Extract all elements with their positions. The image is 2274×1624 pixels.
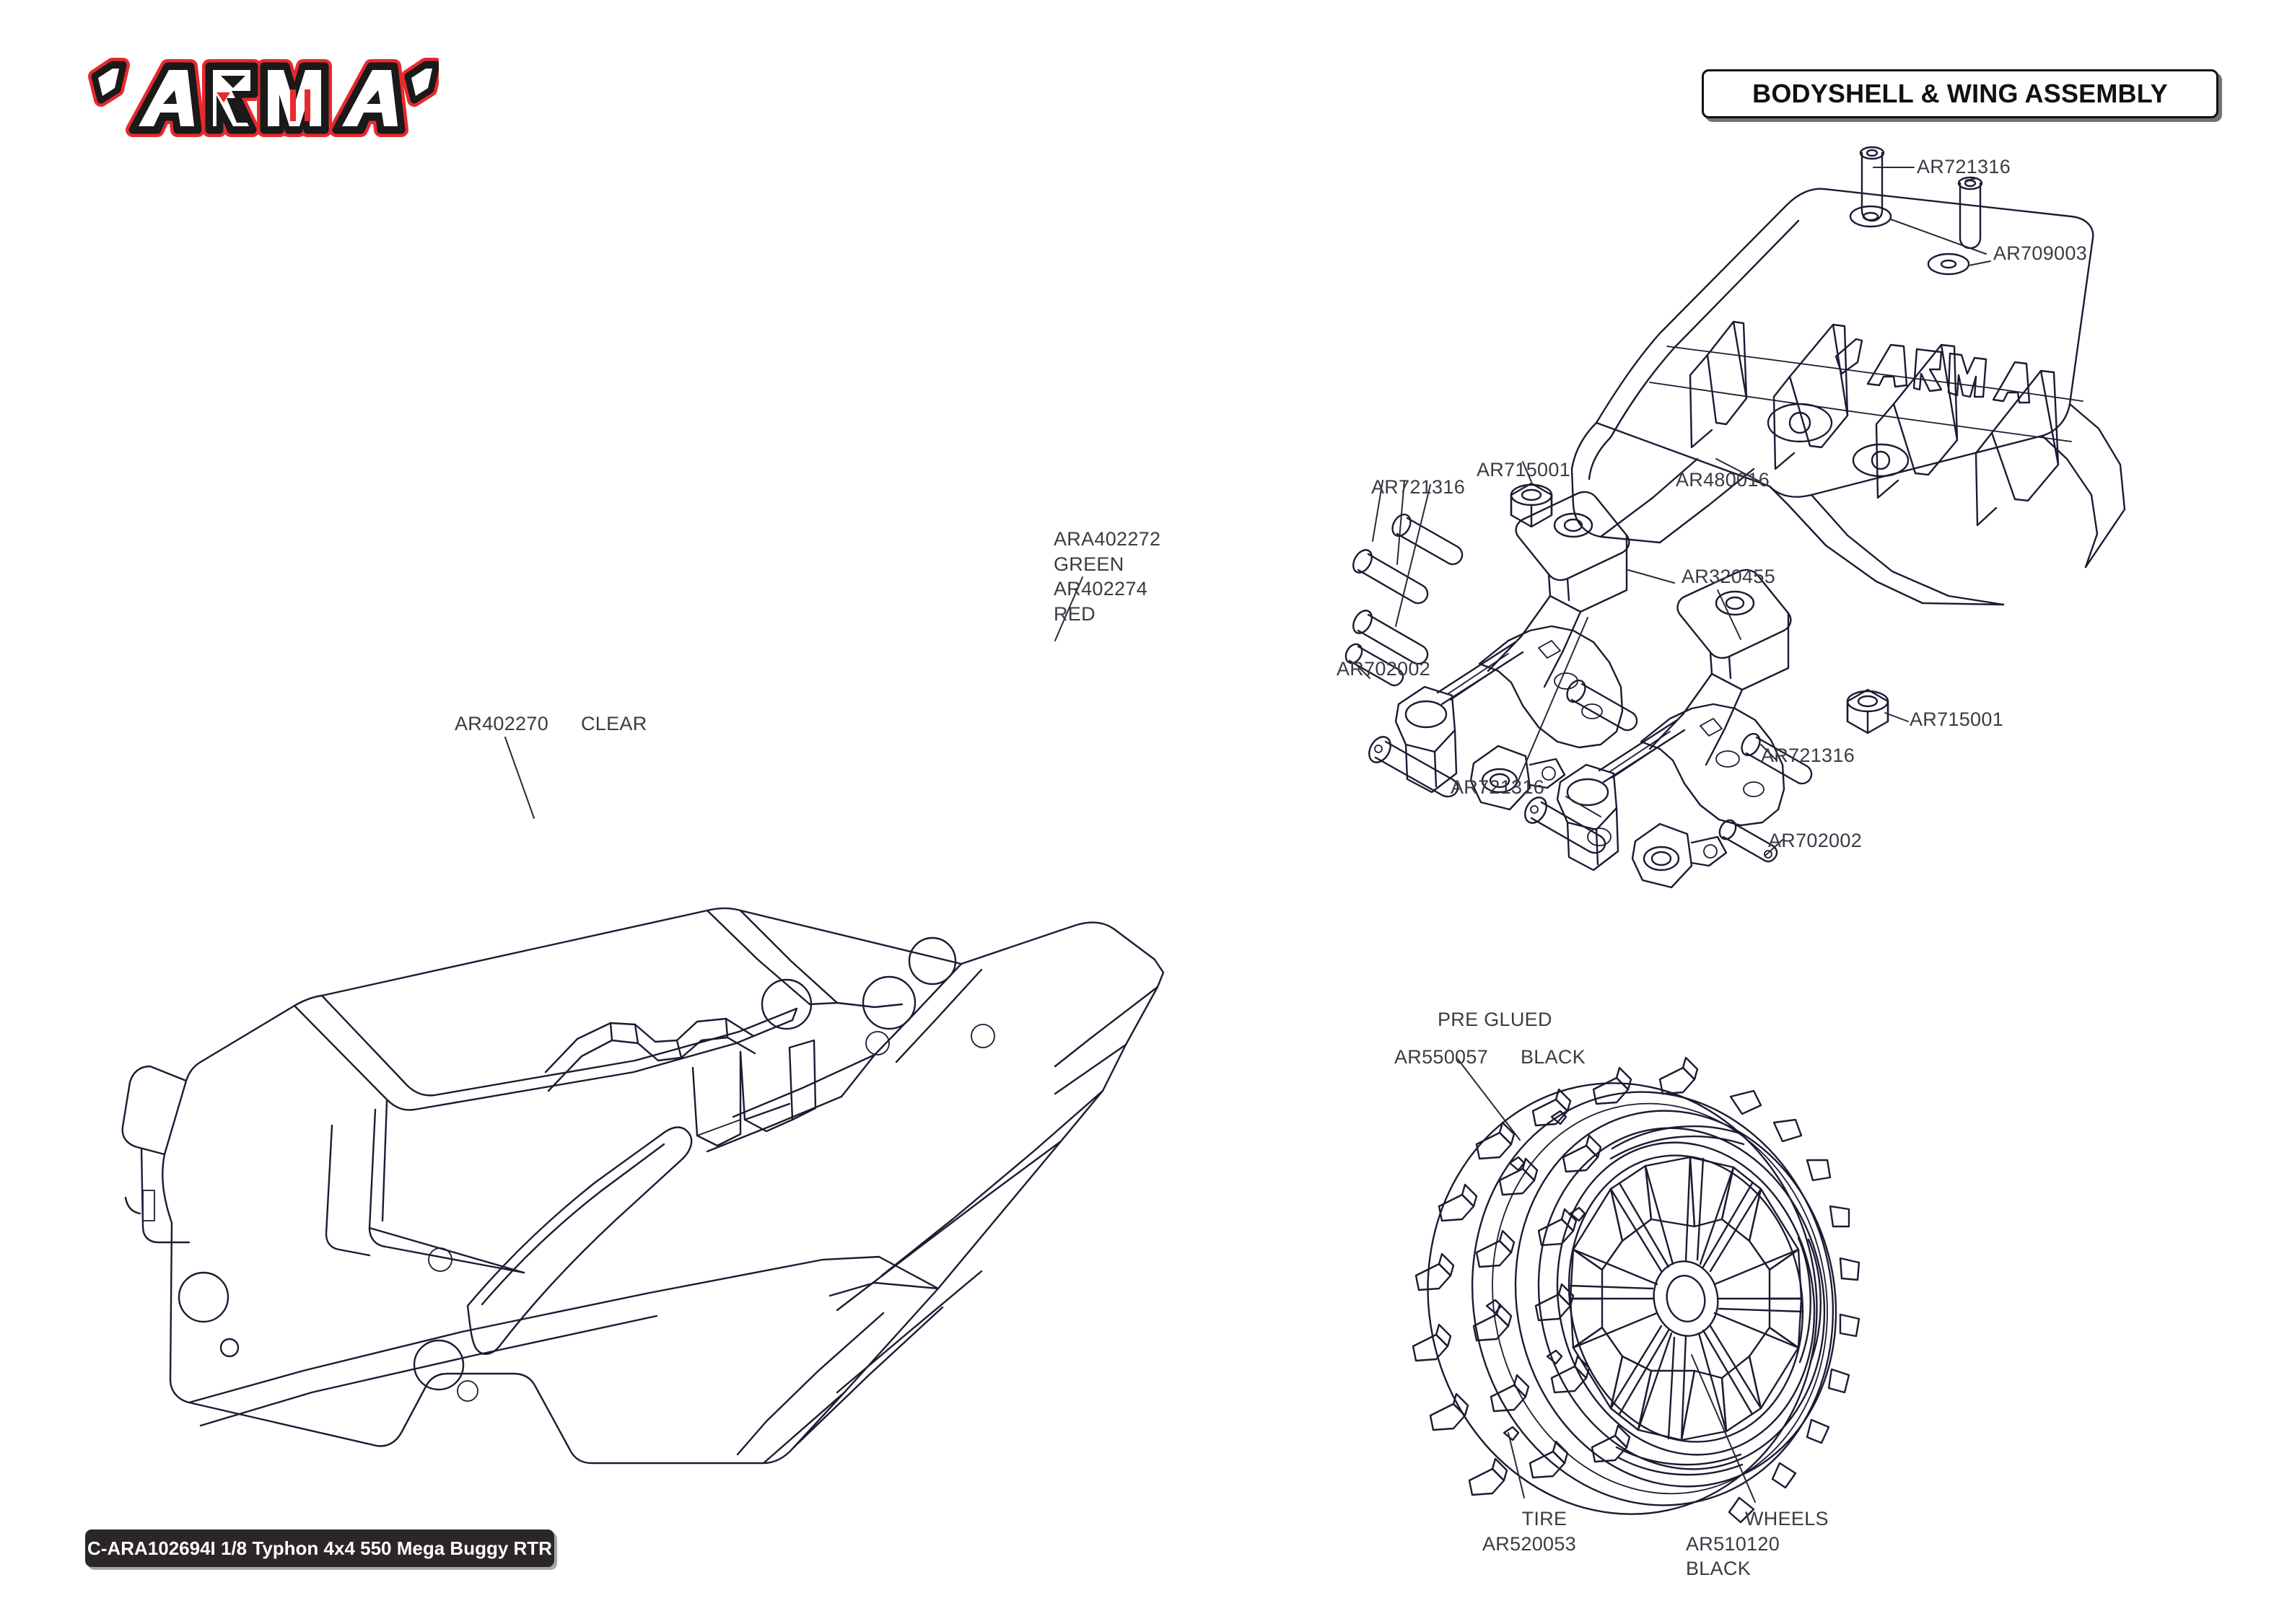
callout-mount-part: AR320455 (1682, 566, 1775, 588)
kit-label: C-ARA102694I 1/8 Typhon 4x4 550 Mega Bug… (87, 1537, 552, 1559)
part-color-clear: CLEAR (581, 713, 647, 734)
callout-mount-nut-right: AR715001 (1910, 708, 2003, 731)
page-title-box: BODYSHELL & WING ASSEMBLY (1702, 69, 2218, 118)
part-number-ar715001-right: AR715001 (1910, 708, 2004, 730)
page-title: BODYSHELL & WING ASSEMBLY (1752, 79, 2168, 108)
part-color-black-wheels: BLACK (1686, 1558, 1752, 1580)
part-number-ar715001-top: AR715001 (1477, 459, 1571, 480)
part-number-ar721316-left: AR721316 (1371, 476, 1466, 498)
part-number-ar520053: AR520053 (1482, 1532, 1577, 1555)
part-number-ar480016: AR480016 (1676, 469, 1770, 491)
part-number-ar402270: AR402270 (455, 713, 549, 734)
part-number-ar721316-bottom: AR721316 (1451, 776, 1545, 798)
part-number-ar510120: AR510120 (1686, 1532, 1780, 1555)
part-color-black-assembly: BLACK (1521, 1046, 1586, 1068)
arrma-logo (78, 51, 439, 144)
callout-bodyshell-decals: ARA402272 GREEN AR402274 RED (1054, 527, 1180, 626)
part-number-ar721316-wing: AR721316 (1917, 156, 2011, 177)
callout-wing-washer: AR709003 (1993, 242, 2087, 265)
callout-mount-screw-left: AR721316 (1371, 476, 1465, 499)
part-number-ar702002-left: AR702002 (1337, 658, 1431, 680)
part-color-red: RED (1054, 602, 1096, 625)
callout-wheel-preglued: PRE GLUED (1438, 1009, 1552, 1031)
part-number-ar721316-right: AR721316 (1761, 745, 1855, 766)
callout-wing-screw: AR721316 (1917, 156, 2011, 178)
callout-mount-nut-top: AR715001 (1477, 459, 1570, 481)
part-number-ar709003: AR709003 (1993, 242, 2088, 264)
tire-label: TIRE (1521, 1508, 1567, 1529)
part-number-ar320455: AR320455 (1682, 566, 1776, 587)
wing-mount-drawing (1344, 482, 1889, 889)
kit-label-box: C-ARA102694I 1/8 Typhon 4x4 550 Mega Bug… (85, 1529, 554, 1567)
callout-mount-screw-bottom: AR721316 (1451, 776, 1544, 799)
part-color-green: GREEN (1054, 553, 1124, 575)
part-number-ara402272: ARA402272 (1054, 528, 1161, 550)
wheel-tire-drawing (1412, 1056, 1860, 1524)
callout-bodyshell-clear: AR402270 CLEAR (455, 713, 647, 735)
callout-mount-screw-lower-right: AR702002 (1768, 830, 1862, 852)
wing-drawing (1570, 146, 2126, 606)
callout-wheels: WHEELS AR510120 BLACK (1686, 1506, 1829, 1581)
part-number-ar550057: AR550057 (1394, 1046, 1489, 1068)
callout-wing-part: AR480016 (1676, 469, 1770, 491)
callout-mount-screw-right: AR721316 (1761, 745, 1855, 767)
callout-wheel-assembly: AR550057 BLACK (1394, 1046, 1586, 1068)
callout-tire: TIRE AR520053 (1482, 1506, 1606, 1556)
callout-mount-screw-lower-left: AR702002 (1337, 658, 1430, 680)
pre-glued-note: PRE GLUED (1438, 1009, 1552, 1030)
part-number-ar402274: AR402274 (1054, 578, 1148, 600)
wheels-label: WHEELS (1745, 1508, 1829, 1529)
part-number-ar702002-right: AR702002 (1768, 830, 1863, 851)
bodyshell-drawing (121, 907, 1165, 1465)
